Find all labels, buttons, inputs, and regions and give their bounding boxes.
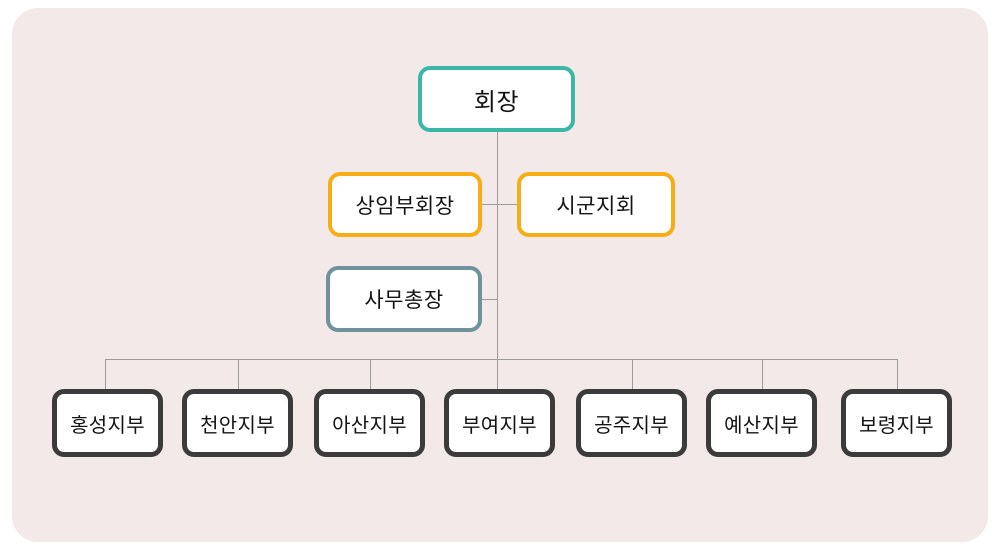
node-chairman: 회장 bbox=[418, 66, 575, 132]
branch-label: 예산지부 bbox=[724, 414, 799, 437]
node-city-county-council-label: 시군지회 bbox=[556, 194, 636, 218]
org-chart-panel: 회장 상임부회장 시군지회 사무총장 홍성지부 천안지부 아산지부 부여지부 공… bbox=[12, 8, 988, 542]
node-branch-boryeong: 보령지부 bbox=[841, 389, 952, 457]
node-chairman-label: 회장 bbox=[473, 88, 520, 116]
connector-vicechair-council bbox=[482, 204, 517, 205]
node-secretary-general: 사무총장 bbox=[326, 266, 482, 332]
connector-drop-3 bbox=[370, 359, 371, 389]
connector-drop-2 bbox=[238, 359, 239, 389]
node-secretary-general-label: 사무총장 bbox=[364, 289, 444, 312]
connector-drop-1 bbox=[105, 359, 106, 389]
node-branch-cheonan: 천안지부 bbox=[182, 389, 293, 457]
node-city-county-council: 시군지회 bbox=[517, 172, 675, 237]
branch-label: 공주지부 bbox=[594, 414, 669, 437]
node-branch-hongseong: 홍성지부 bbox=[52, 389, 163, 457]
branch-label: 보령지부 bbox=[859, 414, 934, 437]
node-branch-asan: 아산지부 bbox=[314, 389, 425, 457]
branch-label: 아산지부 bbox=[332, 414, 407, 437]
connector-drop-6 bbox=[762, 359, 763, 389]
node-branch-buyeo: 부여지부 bbox=[444, 389, 555, 457]
connector-drop-5 bbox=[632, 359, 633, 389]
node-branch-gongju: 공주지부 bbox=[576, 389, 687, 457]
node-branch-yesan: 예산지부 bbox=[706, 389, 817, 457]
node-executive-vice-chairman: 상임부회장 bbox=[328, 172, 482, 237]
connector-secretary bbox=[482, 299, 498, 300]
branch-label: 부여지부 bbox=[462, 414, 537, 437]
connector-trunk-vertical bbox=[497, 132, 498, 389]
connector-branches-horizontal bbox=[105, 359, 898, 360]
node-executive-vice-chairman-label: 상임부회장 bbox=[355, 194, 455, 218]
branch-label: 천안지부 bbox=[200, 414, 275, 437]
connector-drop-7 bbox=[897, 359, 898, 389]
branch-label: 홍성지부 bbox=[70, 414, 145, 437]
